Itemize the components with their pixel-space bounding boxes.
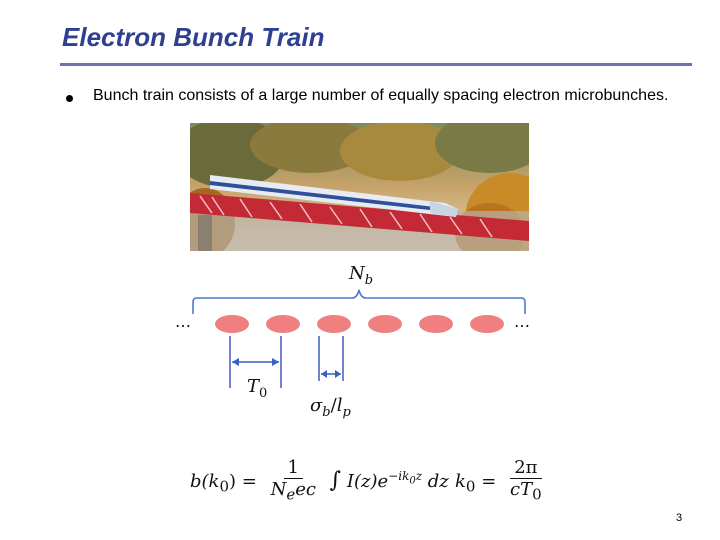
train-bridge-illustration [190,123,529,251]
nb-label: Nb [348,263,373,288]
microbunch [266,315,300,333]
microbunch [215,315,249,333]
t0-arrowhead-left-icon [232,358,239,366]
bullet-text: Bunch train consists of a large number o… [93,87,669,104]
bullet-dot-icon [66,95,73,102]
train-bridge-photo [190,123,529,251]
wavenumber-formula: k0 = 2π cT0 [455,457,542,504]
page-number: 3 [676,512,683,524]
t0-arrowhead-right-icon [272,358,279,366]
microbunch [470,315,504,333]
form-factor-formula: b(k0) = 1 Neec ∫ I(z)e−ik0z dz [190,457,449,504]
microbunch [317,315,351,333]
sigma-arrowhead-right-icon [335,370,341,378]
sigma-ip-label: σb/lp [310,395,351,420]
title-underline [60,63,692,66]
microbunch [368,315,402,333]
ellipsis-right: … [514,312,530,331]
t0-label: T0 [247,376,267,401]
bunch-train-bracket [192,289,526,314]
microbunch [419,315,453,333]
sigma-arrowhead-left-icon [321,370,327,378]
slide-title: Electron Bunch Train [62,22,325,52]
ellipsis-left: … [175,312,191,331]
